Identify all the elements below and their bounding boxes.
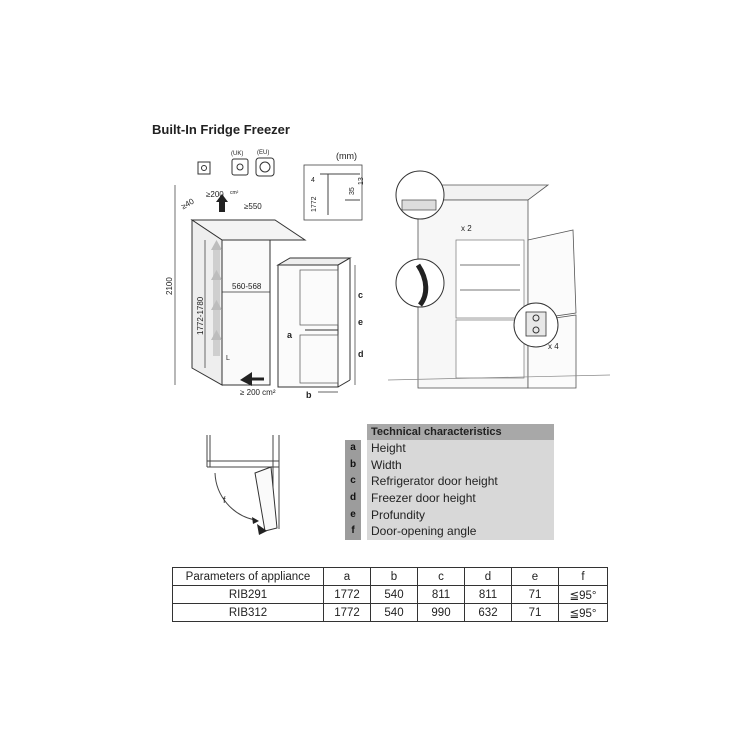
legend-item: d Freezer door height [345,490,554,507]
detail-value-1772: 1772 [311,196,318,212]
detail-value-4: 4 [311,177,315,184]
table-row: RIB312 1772 540 990 632 71 ≦95° [172,603,608,622]
dim-b-label: b [306,390,312,400]
uk-socket-icon [231,158,249,176]
table-cell: 1772 [323,585,371,604]
table-cell: 1772 [323,603,371,622]
parameters-table: Parameters of appliance a b c d e f RIB2… [172,567,608,622]
legend-desc: Height [367,440,554,457]
legend-key: f [345,523,361,541]
table-cell: 71 [511,585,559,604]
height-total-label: 2100 [165,277,174,295]
eu-socket-icon [255,157,275,177]
table-header-row: Parameters of appliance a b c d e f [172,567,608,586]
table-cell: 540 [370,585,418,604]
niche-height-label: 1772-1780 [196,296,205,335]
table-header: f [558,567,608,586]
legend-header: Technical characteristics [367,424,554,440]
table-header: c [417,567,465,586]
eu-label: (EU) [257,150,269,156]
detail-value-35: 35 [349,187,356,195]
legend-key: a [345,440,361,457]
legend-desc: Freezer door height [367,490,554,507]
table-cell: 811 [417,585,465,604]
table-cell: RIB312 [172,603,324,622]
legend-key: c [345,473,361,491]
x4-label: x 4 [548,342,559,351]
top-vent-unit: cm² [230,190,239,196]
niche-back [221,239,271,386]
table-cell: 632 [464,603,512,622]
top-vent-label: ≥200 [206,190,224,199]
legend-item: c Refrigerator door height [345,473,554,491]
legend-key: b [345,456,361,474]
dim-d-label: d [358,349,364,359]
technical-characteristics-legend: Technical characteristics a Height b Wid… [345,424,554,541]
detail-hinge-circle [395,258,445,308]
unit-label: (mm) [336,151,357,161]
legend-item: f Door-opening angle [345,523,554,541]
fridge-body [277,264,339,388]
legend-key: e [345,506,361,524]
legend-item: e Profundity [345,506,554,524]
legend-desc: Door-opening angle [367,523,554,541]
detail-top-circle [395,170,445,220]
width-label: ≥550 [244,202,262,211]
table-cell: RIB291 [172,585,324,604]
niche-width-label: 560-568 [232,282,262,291]
legend-desc: Profundity [367,506,554,524]
legend-item: b Width [345,456,554,474]
table-header: d [464,567,512,586]
top-vent-arrow [216,194,228,212]
table-header: a [323,567,371,586]
depth-label: ≥40 [180,196,196,211]
table-cell: ≦95° [558,585,608,604]
table-cell: 540 [370,603,418,622]
table-header: Parameters of appliance [172,567,324,586]
installation-dimensions-diagram: (mm) (UK) (EU) 4 1772 35 13 2100 1772-17… [165,150,365,400]
bottom-vent-label: ≥ 200 cm² [240,388,276,397]
page-title: Built-In Fridge Freezer [152,122,290,137]
open-door [254,466,278,532]
door-angle-diagram: f [206,435,280,535]
detail-value-13: 13 [358,177,365,185]
dim-a-label: a [287,330,293,340]
table-header: e [511,567,559,586]
table-cell: ≦95° [558,603,608,622]
table-header: b [370,567,418,586]
legend-desc: Refrigerator door height [367,473,554,491]
table-cell: 71 [511,603,559,622]
legend-desc: Width [367,456,554,474]
f-label: f [223,495,226,505]
detail-inset [303,164,363,221]
fridge-door [527,229,577,321]
l-label: L [226,355,230,362]
table-row: RIB291 1772 540 811 811 71 ≦95° [172,585,608,604]
table-cell: 811 [464,585,512,604]
door-fixing-diagram: x 2 x 4 [388,170,610,389]
x2-label: x 2 [461,224,472,233]
uk-label: (UK) [231,151,243,157]
dim-e-label: e [358,317,363,327]
legend-item: a Height [345,440,554,457]
socket-icon [197,161,211,175]
dim-c-label: c [358,290,363,300]
table-cell: 990 [417,603,465,622]
bottom-vent-arrow [240,372,252,386]
legend-key: d [345,490,361,507]
